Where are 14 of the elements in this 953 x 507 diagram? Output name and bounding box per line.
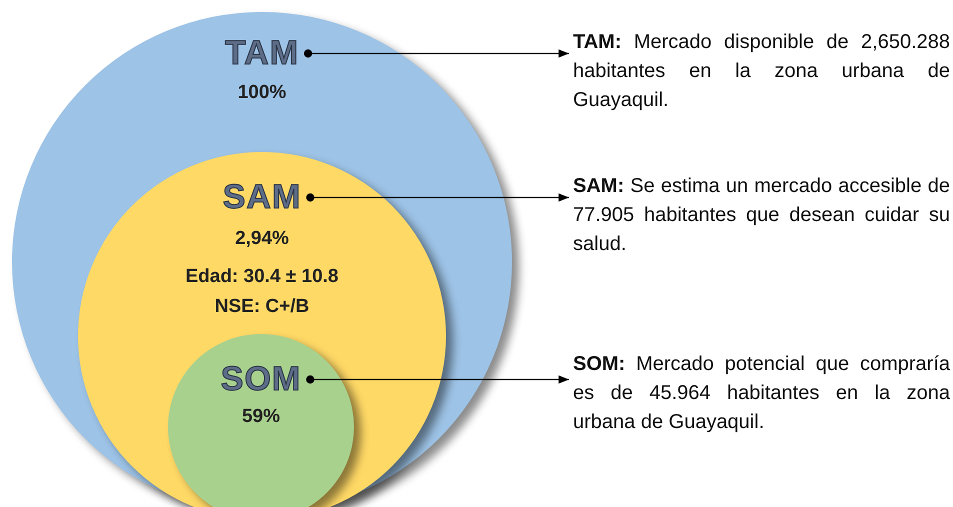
segment-heading: SAM bbox=[222, 178, 302, 217]
segment-heading: SOM bbox=[220, 360, 302, 399]
segment-value: Edad: 30.4 ± 10.8 bbox=[185, 266, 338, 288]
description-text: TAM: Mercado disponible de 2,650.288 habitantes en la zona urbana de Guayaquil. bbox=[573, 28, 950, 115]
leader-arrow bbox=[306, 375, 569, 384]
segment-value: 100% bbox=[238, 82, 286, 104]
segment-heading: TAM bbox=[224, 34, 300, 73]
leader-arrow bbox=[306, 193, 569, 202]
segment-value: NSE: C+/B bbox=[214, 296, 310, 318]
segment-value: 2,94% bbox=[235, 228, 289, 250]
leader-arrow bbox=[304, 49, 569, 58]
segment-value: 59% bbox=[242, 406, 280, 428]
description-text: SOM: Mercado potencial que compraría es de 45.964 habitantes en la zona urbana de Guayaquil. bbox=[573, 350, 950, 437]
description-text: SAM: Se estima un mercado accesible de 77.905 habitantes que desean cuidar su salud. bbox=[573, 172, 950, 259]
